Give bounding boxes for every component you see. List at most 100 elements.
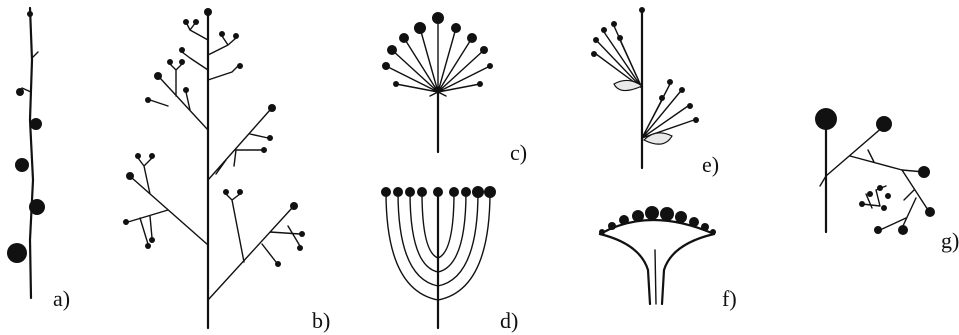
panel-g-flower [867, 191, 873, 197]
panel-f-floret [599, 229, 605, 235]
panel-g-flower [876, 116, 892, 132]
panel-b-flower [223, 189, 229, 195]
panel-c-flower [480, 46, 488, 54]
panel-c-flower [399, 33, 409, 43]
panel-b-flower [233, 33, 239, 39]
panel-e-flower [593, 37, 599, 43]
panel-e-flower [611, 21, 617, 27]
panel-d-flower [484, 186, 496, 198]
panel-d-flower [417, 187, 427, 197]
panel-d-flower [461, 187, 471, 197]
panel-g-flower [881, 205, 887, 211]
panel-g-branch-4 [880, 198, 916, 230]
panel-c-flower [382, 62, 390, 70]
panel-e-lower-pedicels [642, 84, 694, 138]
panel-d-flower [472, 186, 484, 198]
panel-b-flower [135, 153, 141, 159]
panel-c-flower [387, 45, 397, 55]
panel-g-label: g) [941, 228, 959, 253]
panel-f-floret [701, 223, 709, 231]
panel-f-floret [689, 217, 699, 227]
panel-g-flower [918, 166, 930, 178]
panel-b-flower [123, 219, 129, 225]
panel-f-label: f) [722, 286, 737, 311]
panel-b-upper-right-branch [208, 110, 270, 180]
panel-c-rays [386, 18, 490, 96]
panel-c-flower [467, 33, 477, 43]
panel-e-bracteate: e) [591, 7, 719, 177]
panel-c-flower [451, 23, 461, 33]
panel-g-flower [874, 226, 882, 234]
panel-b-flower [145, 243, 151, 249]
panel-f-capitulum: f) [599, 206, 737, 311]
panel-c-flower [414, 22, 426, 34]
panel-f-receptacle-sides [600, 234, 714, 304]
panel-d-flower [405, 187, 415, 197]
panel-b-panicle: b) [123, 8, 330, 333]
panel-e-flower [617, 35, 623, 41]
panel-f-floret [619, 215, 629, 225]
panel-e-flower [659, 95, 665, 101]
panel-b-mid-left-branch [128, 158, 208, 245]
panel-a-label: a) [53, 286, 70, 311]
panel-d-label: d) [500, 308, 518, 333]
panel-a-bud-stalks [22, 52, 38, 92]
panel-c-label: c) [510, 140, 527, 165]
panel-g-terminal-flower [815, 108, 837, 130]
panel-a-flower [29, 199, 45, 215]
panel-b-flower [179, 59, 185, 65]
panel-b-mid-right-branch [208, 194, 300, 300]
panel-g-cyme: g) [815, 108, 959, 253]
panel-b-flower [154, 72, 162, 80]
panel-e-label: e) [702, 152, 719, 177]
panel-a-raceme: a) [7, 8, 70, 311]
panel-f-floret [645, 206, 659, 220]
panel-b-flower [268, 104, 276, 112]
panel-b-flower [261, 147, 267, 153]
panel-a-flower [15, 158, 29, 172]
panel-b-flower [297, 245, 303, 251]
panel-g-flower [885, 193, 891, 199]
panel-b-flower [167, 59, 173, 65]
panel-f-floret [660, 207, 674, 221]
panel-e-flower [601, 27, 607, 33]
panel-b-flower [149, 237, 155, 243]
panel-e-flower [679, 87, 685, 93]
panel-d-flower [381, 187, 391, 197]
panel-d-flower [433, 187, 443, 197]
panel-c-flower [477, 81, 483, 87]
panel-b-flower [275, 261, 281, 267]
panel-b-flower [219, 31, 225, 37]
panel-d-flower [449, 187, 459, 197]
panel-b-flower [183, 19, 189, 25]
panel-b-top-branches [182, 22, 238, 80]
panel-c-flower [432, 12, 444, 24]
panel-b-flower [204, 8, 212, 16]
panel-e-flower [591, 51, 597, 57]
panel-e-flower [693, 117, 699, 123]
panel-b-flower [237, 63, 243, 69]
panel-a-axis [30, 8, 33, 298]
panel-e-flower [639, 7, 645, 13]
panel-b-flower [149, 153, 155, 159]
panel-c-flower [393, 81, 399, 87]
panel-g-flower [925, 207, 935, 217]
panel-g-branch-2 [850, 150, 924, 172]
panel-b-label: b) [312, 308, 330, 333]
panel-f-floret [710, 229, 716, 235]
panel-a-flower [27, 11, 33, 17]
panel-c-flower [487, 63, 493, 69]
panel-g-flower [859, 201, 865, 207]
panel-b-flower [237, 189, 243, 195]
panel-b-flower [290, 202, 298, 210]
panel-f-floret [608, 222, 616, 230]
panel-d-flower [393, 187, 403, 197]
panel-g-flower [898, 225, 908, 235]
panel-b-flower [193, 19, 199, 25]
panel-f-stem-core [655, 250, 656, 304]
panel-a-flower [16, 88, 24, 96]
panel-e-flower [667, 79, 673, 85]
panel-b-flower [267, 135, 273, 141]
panel-b-flower [179, 47, 185, 53]
